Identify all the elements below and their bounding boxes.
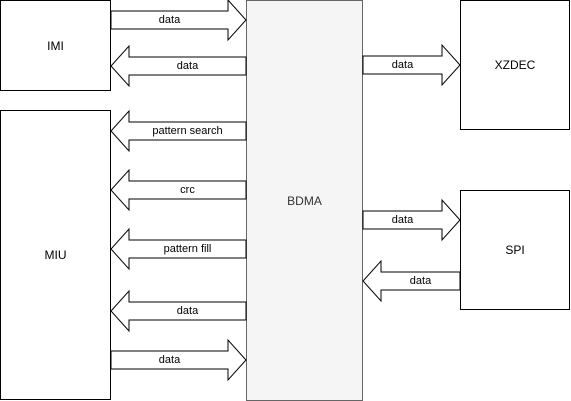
miu-block: MIU <box>0 110 111 400</box>
arrow-left-3 <box>110 109 247 153</box>
arrow-label-2: data <box>177 60 199 72</box>
arrow-right-1 <box>110 0 247 42</box>
xzdec-block: XZDEC <box>460 0 570 130</box>
imi-block: IMI <box>0 0 111 91</box>
arrow-label-5: pattern fill <box>164 243 212 255</box>
arrow-label-6: data <box>177 305 199 317</box>
spi-label: SPI <box>505 243 525 257</box>
arrow-label-4: crc <box>180 184 195 196</box>
arrow-left-10 <box>362 259 461 303</box>
bdma-block: BDMA <box>246 0 363 401</box>
arrow-label-8: data <box>392 59 414 71</box>
xzdec-label: XZDEC <box>494 58 536 72</box>
arrow-left-5 <box>110 227 247 271</box>
arrow-left-6 <box>110 289 247 333</box>
miu-label: MIU <box>44 248 67 262</box>
arrow-label-1: data <box>159 14 181 26</box>
arrow-right-9 <box>362 198 461 242</box>
arrow-left-2 <box>110 44 247 88</box>
imi-label: IMI <box>47 38 64 53</box>
spi-block: SPI <box>460 190 570 310</box>
bdma-label: BDMA <box>287 193 322 208</box>
arrow-label-3: pattern search <box>152 125 222 137</box>
arrow-label-9: data <box>392 214 414 226</box>
arrow-label-7: data <box>159 354 181 366</box>
arrow-right-8 <box>362 43 461 87</box>
arrow-left-4 <box>110 168 247 212</box>
arrow-label-10: data <box>410 275 432 287</box>
arrow-right-7 <box>110 338 247 382</box>
